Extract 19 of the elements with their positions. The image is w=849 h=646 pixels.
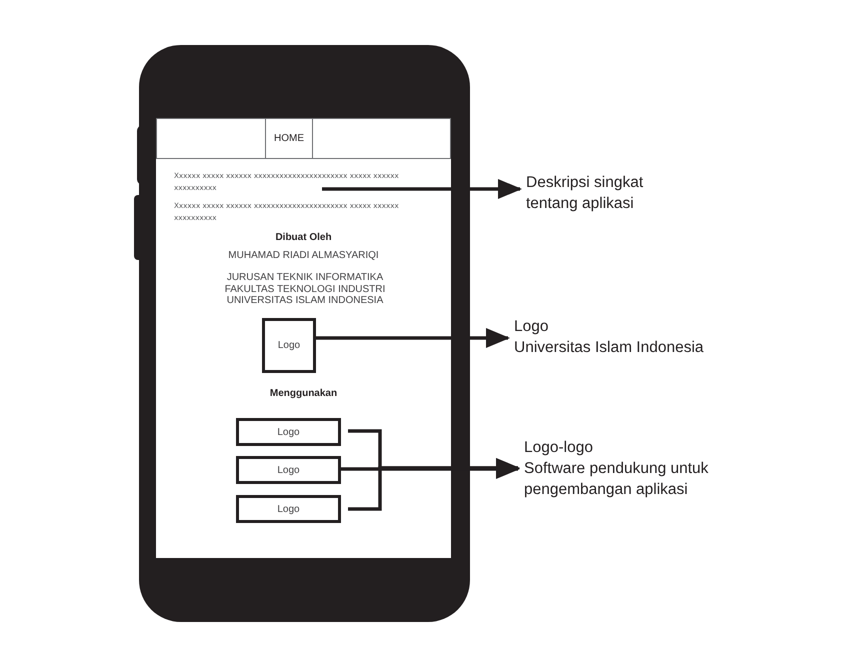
frame-caption: Logo — [278, 340, 300, 351]
section-heading: Menggunakan — [268, 388, 338, 399]
image-frame — [236, 495, 341, 523]
section-heading: Dibuat Oleh — [274, 232, 333, 243]
callout-text: Deskripsi singkat tentang aplikasi — [526, 172, 676, 214]
image-frame — [236, 456, 341, 484]
frame-caption: Logo — [277, 426, 300, 438]
arrow — [322, 179, 522, 199]
arrow — [316, 328, 510, 348]
nav-tab: HOME — [265, 118, 313, 159]
author-name: MUHAMAD RIADI ALMASYARIQI — [227, 250, 380, 261]
frame-caption: Logo — [277, 464, 300, 476]
affiliation-text: JURUSAN TEKNIK INFORMATIKA FAKULTAS TEKNOLOGI INDUSTRI UNIVERSITAS ISLAM INDONESIA — [224, 272, 386, 306]
frame-caption: Logo — [277, 504, 300, 514]
arrow — [348, 458, 520, 511]
callout-text: Logo-logo Software pendukung untuk pengembangan aplikasi — [524, 437, 736, 500]
callout-text: Logo Universitas Islam Indonesia — [514, 316, 744, 358]
image-frame — [262, 318, 316, 373]
image-frame — [236, 418, 341, 446]
